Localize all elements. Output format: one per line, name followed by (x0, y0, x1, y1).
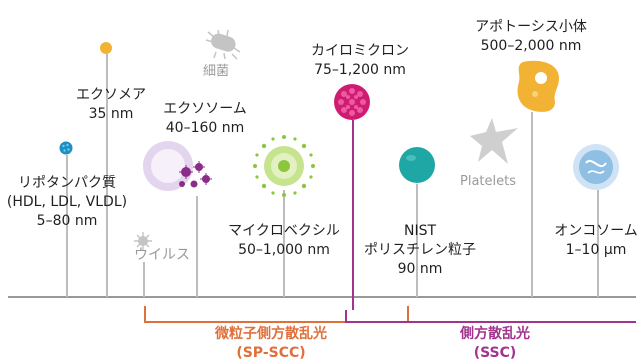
bacteria-icon (205, 29, 241, 60)
exosome-label: エクソソーム 40–160 nm (150, 100, 260, 138)
sp-ssc-title: 微粒子側方散乱光 (215, 326, 327, 342)
exosome-name: エクソソーム (163, 101, 247, 117)
ssc-label: 側方散乱光 (SSC) (440, 325, 550, 363)
exomere-stem (106, 54, 108, 297)
chylomicron-size: 75–1,200 nm (314, 62, 406, 78)
sp-ssc-abbr: (SP-SCC) (236, 345, 306, 361)
apoptotic-body-label: アポトーシス小体 500–2,000 nm (466, 18, 596, 56)
ssc-title: 側方散乱光 (460, 326, 530, 342)
exosome-stem (196, 196, 198, 297)
lipoprotein-name: リポタンパク質 (18, 175, 116, 191)
nist-name-line2: ポリスチレン粒子 (364, 242, 476, 258)
exomere-name: エクソメア (76, 87, 146, 103)
exomere-size: 35 nm (88, 106, 134, 122)
microvesicle-label: マイクロベクシル 50–1,000 nm (224, 222, 344, 260)
chylomicron-icon (334, 84, 370, 120)
microvesicle-stem (283, 190, 285, 297)
chylomicron-stem (352, 120, 354, 310)
oncosome-label: オンコソーム 1–10 µm (548, 222, 644, 260)
microvesicle-name: マイクロベクシル (228, 223, 340, 239)
exomere-icon (100, 42, 112, 54)
nist-name-line1: NIST (403, 223, 437, 239)
exomere-label: エクソメア 35 nm (66, 86, 156, 124)
lipoprotein-stem (66, 155, 68, 297)
nist-size: 90 nm (397, 261, 443, 277)
ssc-abbr: (SSC) (473, 345, 517, 361)
platelets-label: Platelets (460, 174, 516, 189)
nist-bead-icon (399, 147, 435, 183)
virus-icon (134, 232, 152, 250)
lipoprotein-icon (59, 141, 73, 155)
exosome-size: 40–160 nm (165, 120, 245, 136)
oncosome-size: 1–10 µm (565, 242, 627, 258)
size-axis (8, 296, 636, 298)
nist-stem (416, 184, 418, 297)
microvesicle-icon (253, 135, 315, 197)
lipoprotein-size: 5–80 nm (36, 213, 98, 229)
apoptotic-body-size: 500–2,000 nm (480, 38, 582, 54)
apoptotic-body-name: アポトーシス小体 (475, 19, 587, 35)
microvesicle-size: 50–1,000 nm (238, 242, 330, 258)
apoptotic-stem (531, 112, 533, 297)
lipoprotein-subclasses: (HDL, LDL, VLDL) (6, 194, 128, 210)
oncosome-icon (573, 144, 619, 190)
platelet-icon (470, 118, 518, 164)
chylomicron-label: カイロミクロン 75–1,200 nm (300, 42, 420, 80)
bacteria-label: 細菌 (203, 64, 230, 79)
sp-ssc-label: 微粒子側方散乱光 (SP-SCC) (196, 325, 346, 363)
lipoprotein-label: リポタンパク質 (HDL, LDL, VLDL) 5–80 nm (2, 174, 132, 231)
exosome-icon (143, 141, 212, 191)
virus-stem (143, 262, 145, 297)
virus-label: ウイルス (134, 247, 190, 263)
apoptotic-body-icon (517, 60, 559, 112)
nist-label: NIST ポリスチレン粒子 90 nm (362, 222, 478, 279)
oncosome-stem (597, 190, 599, 297)
chylomicron-name: カイロミクロン (311, 43, 409, 59)
oncosome-name: オンコソーム (554, 223, 638, 239)
